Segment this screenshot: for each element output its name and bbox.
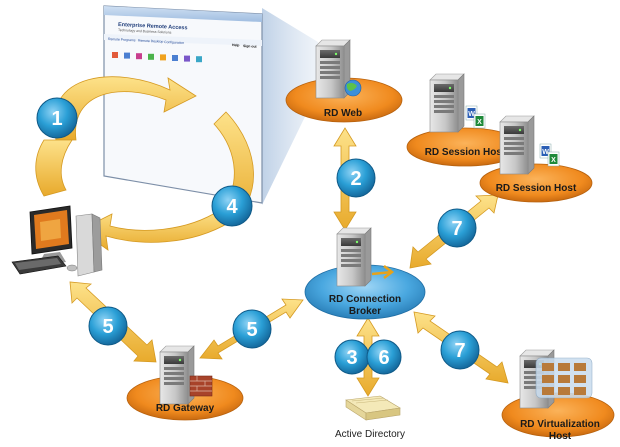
rd-web-node: RD Web bbox=[285, 39, 403, 123]
svg-text:3: 3 bbox=[346, 347, 357, 369]
loop-arrow-top bbox=[53, 76, 197, 141]
loop-arrow-left bbox=[35, 139, 73, 197]
screenshot-help-link: Help bbox=[232, 43, 240, 47]
rd-session-host-node-2: RD Session Host bbox=[479, 115, 593, 203]
screenshot-subtitle: Technology and Business Solutions bbox=[118, 28, 172, 35]
svg-text:6: 6 bbox=[378, 347, 389, 369]
screenshot-tab-2: Remote Desktop bbox=[138, 39, 164, 44]
svg-text:7: 7 bbox=[454, 340, 465, 362]
directory-book-icon bbox=[345, 395, 401, 421]
step-badge-2: 2 bbox=[336, 158, 376, 198]
step-badge-7-virtualization: 7 bbox=[440, 330, 480, 370]
svg-text:1: 1 bbox=[51, 108, 62, 130]
rd-virtualization-label-1: RD Virtualization bbox=[520, 419, 600, 430]
office-docs-icon bbox=[465, 105, 486, 129]
step-badge-5-client: 5 bbox=[88, 306, 128, 346]
step-badge-1: 1 bbox=[36, 97, 78, 139]
step-badge-5-gateway: 5 bbox=[232, 309, 272, 349]
svg-text:4: 4 bbox=[226, 196, 238, 218]
rd-connection-broker-label-2: Broker bbox=[349, 306, 381, 317]
screenshot-tab-3: Configuration bbox=[164, 40, 184, 45]
rd-virtualization-label-2: Host bbox=[549, 431, 572, 442]
connector-icon bbox=[371, 265, 395, 279]
svg-text:7: 7 bbox=[451, 218, 462, 240]
rd-connection-broker-label-1: RD Connection bbox=[329, 294, 401, 305]
virtual-machines-icon bbox=[535, 357, 593, 399]
step-badge-3: 3 bbox=[334, 339, 370, 375]
active-directory-label: Active Directory bbox=[335, 429, 405, 440]
web-portal-screenshot: Enterprise Remote Access Technology and … bbox=[103, 5, 263, 204]
screenshot-app-icons bbox=[112, 52, 202, 63]
rd-session-host-1-label: RD Session Host bbox=[425, 147, 506, 158]
rd-web-label: RD Web bbox=[324, 108, 362, 119]
svg-text:5: 5 bbox=[102, 316, 113, 338]
session-host-server-icon bbox=[499, 115, 535, 175]
active-directory-node: Active Directory bbox=[335, 395, 405, 440]
rd-connection-broker-node: RD Connection Broker bbox=[304, 227, 426, 320]
loop-arrow-bottom bbox=[79, 209, 231, 251]
step-badge-7-session: 7 bbox=[437, 208, 477, 248]
firewall-icon bbox=[189, 375, 213, 397]
session-host-server-icon bbox=[429, 73, 465, 133]
rd-gateway-label: RD Gateway bbox=[156, 403, 215, 414]
step-badge-6: 6 bbox=[366, 339, 402, 375]
rd-virtualization-host-node: RD Virtualization Host bbox=[501, 349, 615, 442]
step-badge-4: 4 bbox=[211, 185, 253, 227]
svg-text:5: 5 bbox=[246, 319, 257, 341]
gateway-server-icon bbox=[159, 345, 195, 405]
svg-text:2: 2 bbox=[350, 168, 361, 190]
broker-server-icon bbox=[336, 227, 372, 287]
rd-session-host-node-1: RD Session Host bbox=[406, 73, 524, 167]
screenshot-signout-link: Sign out bbox=[243, 44, 258, 49]
client-computer-icon bbox=[11, 205, 103, 277]
rd-session-host-2-label: RD Session Host bbox=[496, 183, 577, 194]
screenshot-tab-1: Remote Programs bbox=[108, 37, 136, 42]
office-docs-icon bbox=[539, 143, 560, 167]
screenshot-title: Enterprise Remote Access bbox=[118, 22, 188, 31]
rd-gateway-node: RD Gateway bbox=[126, 345, 244, 421]
